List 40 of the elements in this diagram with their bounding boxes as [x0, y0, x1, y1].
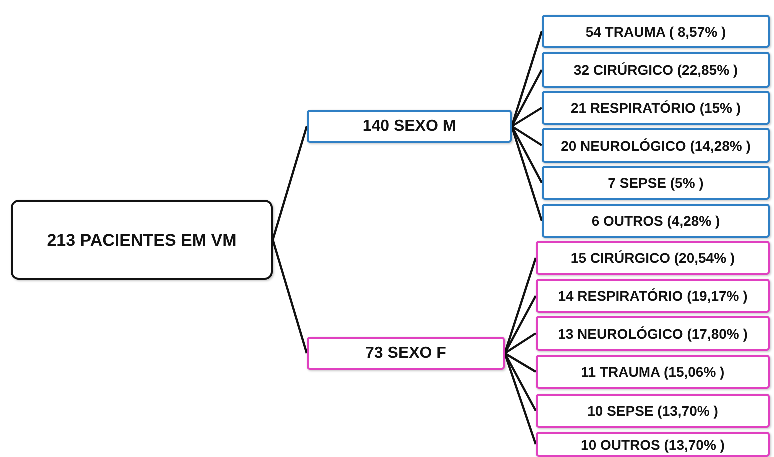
- box-label: 6 OUTROS (4,28% ): [592, 214, 720, 228]
- category-box: [307, 337, 505, 370]
- root-box: [11, 200, 273, 280]
- box-label: 20 NEUROLÓGICO (14,28% ): [561, 138, 751, 152]
- connector-line: [272, 126, 308, 240]
- connector-line: [511, 69, 543, 128]
- box-label: 14 RESPIRATÓRIO (19,17% ): [558, 289, 748, 303]
- category-box: [542, 91, 770, 125]
- box-label: 213 PACIENTES EM VM: [47, 232, 237, 248]
- connector-line: [504, 295, 537, 354]
- category-box: [536, 432, 770, 457]
- box-label: 32 CIRÚRGICO (22,85% ): [574, 63, 738, 77]
- category-box: [542, 52, 770, 88]
- connector-line: [504, 352, 537, 412]
- category-box: [536, 279, 770, 313]
- box-label: 10 OUTROS (13,70% ): [581, 438, 725, 452]
- category-box: [536, 316, 770, 351]
- category-box: [542, 166, 770, 200]
- connector-line: [272, 240, 308, 354]
- box-label: 10 SEPSE (13,70% ): [588, 404, 718, 418]
- box-label: 13 NEUROLÓGICO (17,80% ): [558, 326, 748, 340]
- box-label: 7 SEPSE (5% ): [608, 176, 704, 190]
- connector-line: [511, 126, 543, 184]
- category-box: [536, 355, 770, 389]
- box-label: 54 TRAUMA ( 8,57% ): [586, 24, 726, 38]
- box-label: 15 CIRÚRGICO (20,54% ): [570, 251, 736, 265]
- category-box: [536, 394, 770, 428]
- connector-line: [511, 107, 543, 128]
- box-label: 11 TRAUMA (15,06% ): [581, 365, 725, 379]
- box-label: 73 SEXO F: [366, 346, 446, 362]
- connector-line: [511, 126, 543, 146]
- box-label: 140 SEXO M: [362, 118, 456, 134]
- category-box: [542, 128, 770, 163]
- category-box: [542, 15, 770, 48]
- category-box: [542, 204, 770, 238]
- box-label: 21 RESPIRATÓRIO (15% ): [570, 101, 742, 115]
- category-box: [536, 241, 770, 275]
- connector-line: [504, 332, 537, 354]
- category-box: [307, 110, 512, 143]
- connector-line: [504, 352, 537, 373]
